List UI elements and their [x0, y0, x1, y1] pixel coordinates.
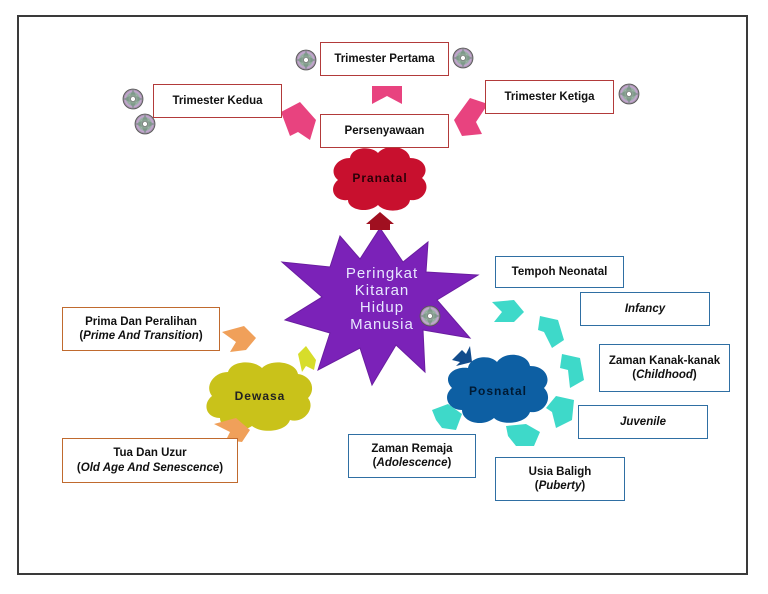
- cd-icon: [122, 88, 144, 110]
- center-label-line3: Hidup: [360, 299, 404, 316]
- box-tempoh-neonatal: Tempoh Neonatal: [495, 256, 624, 288]
- box-trimester-pertama: Trimester Pertama: [320, 42, 449, 76]
- cd-icon: [419, 305, 441, 327]
- chevron-cyan-4: [546, 396, 574, 428]
- box-trimester-ketiga: Trimester Ketiga: [485, 80, 614, 114]
- box-label-line2: Childhood: [636, 369, 693, 381]
- posnatal-cloud: [447, 354, 549, 424]
- pranatal-label: Pranatal: [352, 171, 407, 185]
- box-label-line2: Old Age And Senescence: [80, 461, 220, 474]
- chevron-cyan-3: [560, 354, 584, 388]
- center-star: [280, 227, 480, 387]
- chevron-cyan-5: [506, 424, 540, 446]
- box-label: Persenyawaan: [344, 124, 425, 137]
- cd-icon: [134, 113, 156, 135]
- cd-icon: [618, 83, 640, 105]
- box-label: Trimester Kedua: [172, 94, 263, 107]
- chevron-orange-bottom: [214, 418, 250, 442]
- box-juvenile: Juvenile: [578, 405, 708, 439]
- cd-icon: [295, 49, 317, 71]
- pranatal-cloud: [333, 146, 427, 211]
- center-label-line2: Kitaran: [355, 282, 410, 299]
- arrow-star-to-dewasa: [298, 346, 316, 372]
- box-trimester-kedua: Trimester Kedua: [153, 84, 282, 118]
- box-label: Infancy: [624, 302, 666, 315]
- box-label-line1: Zaman Remaja: [371, 442, 453, 455]
- cd-icon: [452, 47, 474, 69]
- box-label-line1: Tua Dan Uzur: [113, 447, 187, 460]
- diagram-frame: [17, 15, 748, 575]
- chevron-orange-top: [222, 326, 256, 352]
- chevron-cyan-2: [538, 316, 564, 348]
- box-label-line1: Zaman Kanak-kanak: [608, 354, 721, 367]
- box-zaman-kanak-kanak: Zaman Kanak-kanak (Childhood): [599, 344, 730, 392]
- box-label-line2: Prime And Transition: [83, 330, 199, 342]
- dewasa-label: Dewasa: [235, 389, 286, 403]
- box-prima-dan-peralihan: Prima Dan Peralihan (Prime And Transitio…: [62, 307, 220, 351]
- box-label: Juvenile: [619, 415, 667, 428]
- chevron-pink-top: [372, 86, 402, 104]
- chevron-pink-left: [281, 102, 316, 140]
- box-label-line1: Usia Baligh: [528, 465, 592, 478]
- box-label-line2: Adolescence: [376, 457, 448, 469]
- box-label: Tempoh Neonatal: [511, 265, 608, 278]
- box-label: Trimester Pertama: [334, 52, 435, 65]
- box-label-line2: Puberty: [538, 480, 582, 492]
- arrow-star-to-pranatal: [366, 212, 394, 230]
- center-label-line1: Peringkat: [346, 265, 418, 282]
- chevron-pink-right: [454, 98, 488, 136]
- box-persenyawaan: Persenyawaan: [320, 114, 449, 148]
- center-label-line4: Manusia: [350, 316, 414, 333]
- chevron-cyan-6: [432, 404, 462, 430]
- box-zaman-remaja: Zaman Remaja (Adolescence): [348, 434, 476, 478]
- posnatal-label: Posnatal: [469, 384, 527, 398]
- dewasa-cloud: [206, 362, 313, 431]
- box-label: Trimester Ketiga: [504, 90, 595, 103]
- box-tua-dan-uzur: Tua Dan Uzur (Old Age And Senescence): [62, 438, 238, 483]
- box-infancy: Infancy: [580, 292, 710, 326]
- chevron-cyan-1: [492, 300, 524, 322]
- arrow-star-to-posnatal: [452, 346, 472, 366]
- box-label-line1: Prima Dan Peralihan: [85, 315, 197, 328]
- box-usia-baligh: Usia Baligh (Puberty): [495, 457, 625, 501]
